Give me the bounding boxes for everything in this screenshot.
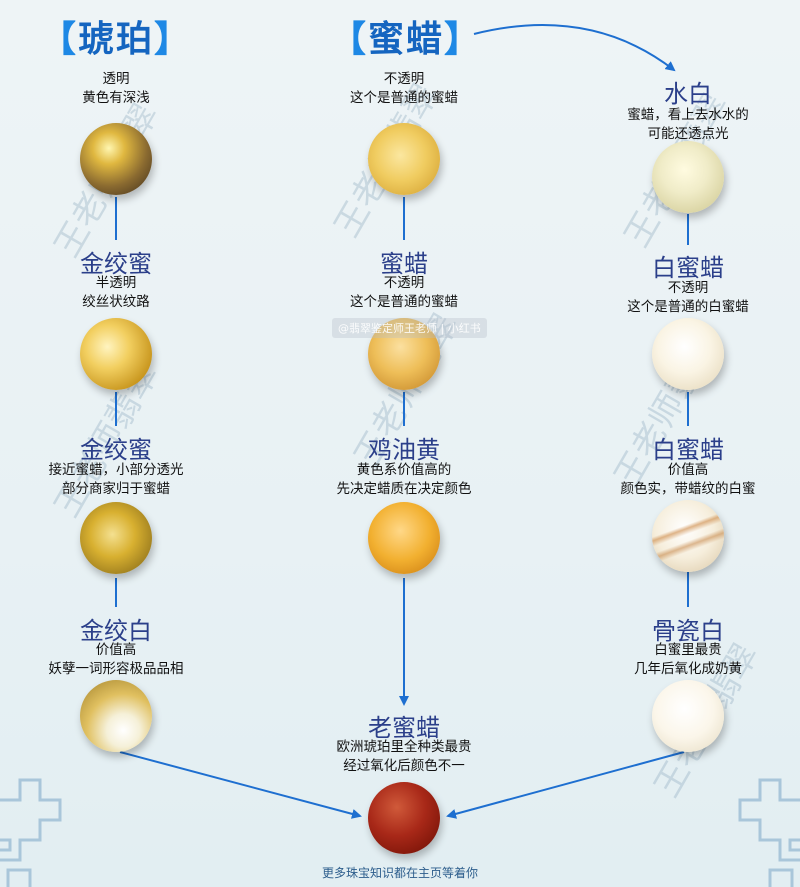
golden-white-bead [80, 680, 152, 752]
mid-1-name: 蜜蜡 [380, 250, 428, 278]
right-0-name: 水白 [664, 80, 712, 108]
left-2-desc2: 部分商家归于蜜蜡 [62, 481, 170, 497]
left-3-name: 金绞白 [80, 617, 152, 645]
water-white-bead [652, 141, 724, 213]
title-beeswax: 【蜜蜡】 [330, 10, 482, 62]
title-amber: 【琥珀】 [40, 10, 192, 62]
corner-pattern-left [0, 778, 62, 887]
right-2-desc2: 颜色实，带蜡纹的白蜜 [620, 481, 756, 497]
bone-china-white-bead [652, 680, 724, 752]
left-0-desc2: 黄色有深浅 [82, 90, 150, 106]
platform-stamp: @翡翠鉴定师王老师 | 小红书 [332, 318, 487, 338]
title-bracket: 】 [154, 19, 193, 60]
golden-swirl-bead-2 [80, 502, 152, 574]
right-3-name: 骨瓷白 [652, 617, 724, 645]
title-bracket: 】 [444, 19, 483, 60]
right-1-name: 白蜜蜡 [652, 254, 724, 282]
right-3-desc1: 白蜜里最贵 [654, 642, 722, 658]
left-3-desc2: 妖孽一词形容极品品相 [48, 661, 184, 677]
right-2-desc1: 价值高 [667, 462, 709, 478]
left-1-name: 金绞蜜 [80, 250, 152, 278]
golden-swirl-bead [80, 318, 152, 390]
left-2-desc1: 接近蜜蜡，小部分透光 [48, 462, 184, 478]
corner-pattern-right [738, 778, 800, 887]
mid-0-desc1: 不透明 [383, 71, 425, 87]
arrow-left-to-bottom [119, 751, 362, 819]
mid-1-desc1: 不透明 [383, 275, 425, 291]
left-3-desc1: 价值高 [95, 642, 137, 658]
right-0-desc1: 蜜蜡，看上去水水的 [627, 107, 749, 123]
right-1-desc1: 不透明 [667, 280, 709, 296]
title-bracket: 【 [330, 19, 369, 60]
title-bracket: 【 [40, 19, 79, 60]
mid-1-desc2: 这个是普通的蜜蜡 [350, 294, 458, 310]
right-1-desc2: 这个是普通的白蜜蜡 [627, 299, 749, 315]
mid-3-name: 老蜜蜡 [368, 714, 440, 742]
right-2-name: 白蜜蜡 [652, 436, 724, 464]
arrow-curve-to-right [473, 24, 676, 72]
beeswax-bead-2 [368, 318, 440, 390]
mid-3-desc2: 经过氧化后颜色不一 [343, 758, 465, 774]
chicken-oil-yellow-bead [368, 502, 440, 574]
title-amber-text: 琥珀 [78, 19, 155, 60]
title-beeswax-text: 蜜蜡 [368, 19, 445, 60]
mid-2-desc1: 黄色系价值高的 [356, 462, 452, 478]
old-beeswax-bead [368, 782, 440, 854]
footer-text: 更多珠宝知识都在主页等着你 [321, 866, 478, 880]
mid-3-desc1: 欧洲琥珀里全种类最贵 [336, 739, 472, 755]
clear-amber-bead [80, 123, 152, 195]
white-beeswax-bead [652, 318, 724, 390]
white-beeswax-grain-bead [652, 500, 724, 572]
mid-2-desc2: 先决定蜡质在决定颜色 [336, 481, 472, 497]
mid-0-desc2: 这个是普通的蜜蜡 [350, 90, 458, 106]
left-1-desc2: 绞丝状纹路 [82, 294, 150, 310]
right-0-desc2: 可能还透点光 [647, 126, 729, 142]
left-1-desc1: 半透明 [95, 275, 137, 291]
right-3-desc2: 几年后氧化成奶黄 [634, 661, 742, 677]
left-0-desc1: 透明 [102, 71, 130, 87]
left-2-name: 金绞蜜 [80, 436, 152, 464]
beeswax-bead [368, 123, 440, 195]
arrow-right-to-bottom [446, 751, 685, 819]
mid-2-name: 鸡油黄 [368, 436, 440, 464]
